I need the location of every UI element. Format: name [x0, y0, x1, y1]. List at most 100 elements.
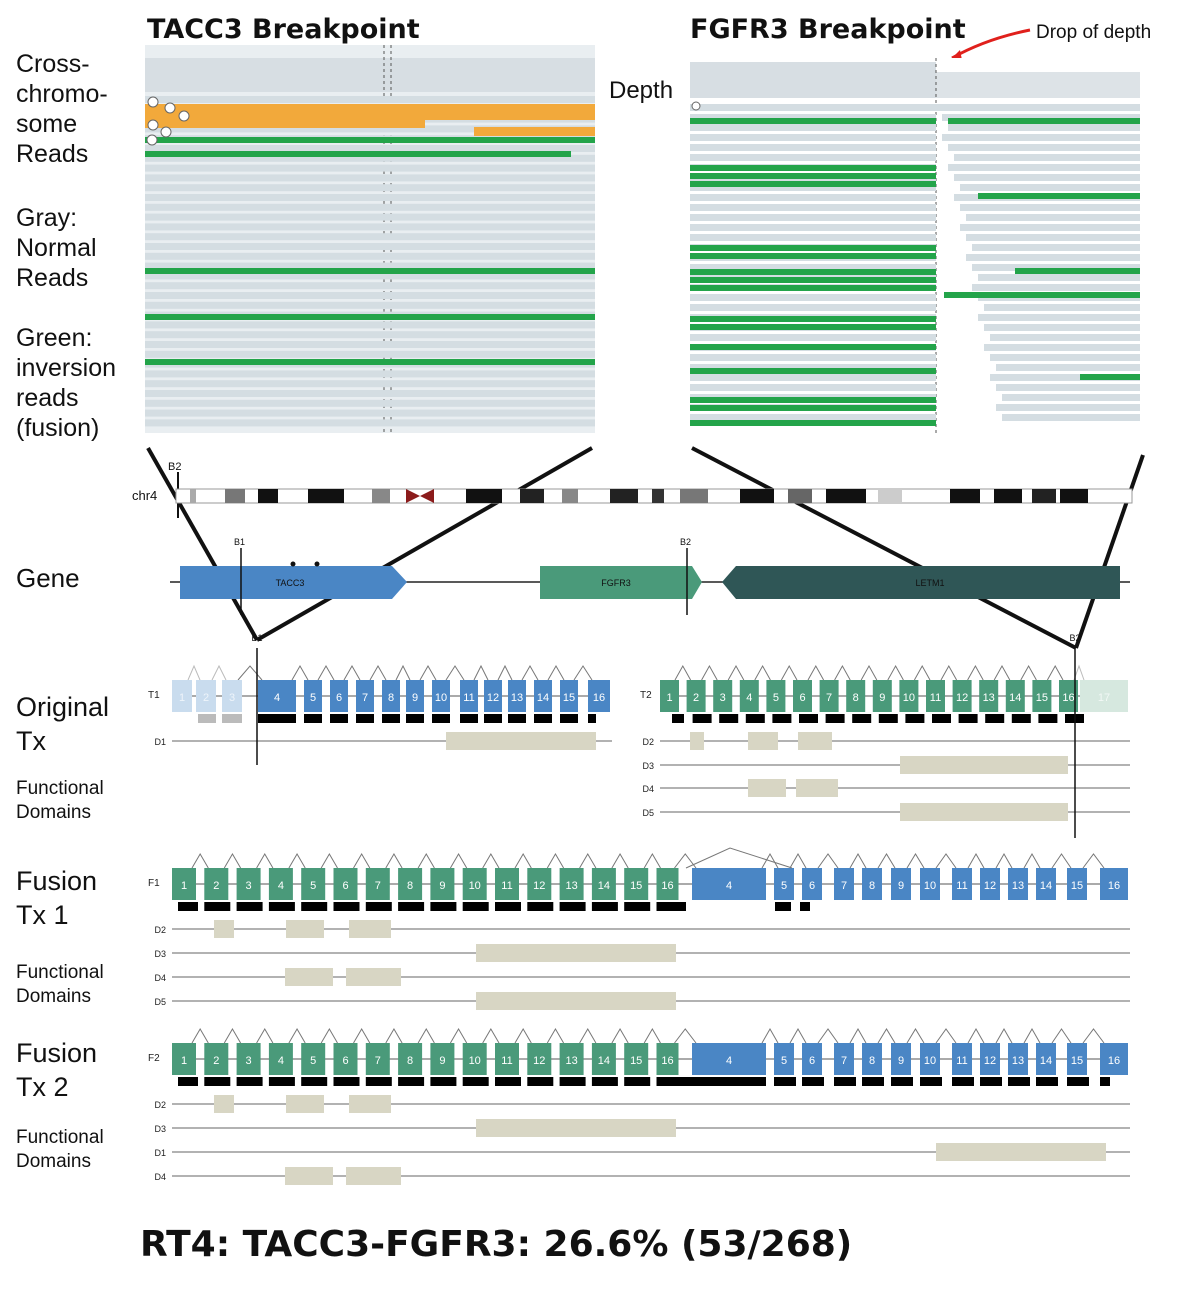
normal-read	[948, 144, 1140, 151]
exon-number: 15	[1071, 1055, 1083, 1067]
normal-read	[984, 344, 1140, 351]
exon-number: 6	[342, 880, 348, 892]
exon-number: 16	[1108, 1055, 1120, 1067]
exon	[365, 868, 390, 900]
normal-read	[145, 164, 595, 172]
splice-junction	[579, 1028, 597, 1044]
exon-number: 16	[661, 1055, 673, 1067]
exon-number: 7	[826, 692, 832, 704]
coding-segment	[775, 902, 791, 911]
coding-segment	[588, 714, 596, 723]
coding-segment	[774, 1077, 796, 1086]
exon	[430, 868, 455, 900]
read-marker	[147, 119, 159, 131]
exon	[333, 1043, 358, 1075]
exon-number: 6	[809, 1055, 815, 1067]
chromosome-b2-mark: B2	[168, 461, 181, 473]
chromosome-band	[225, 489, 245, 503]
domain-track-label: D3	[154, 949, 166, 959]
coding-segment	[330, 714, 348, 723]
inversion-read	[690, 269, 936, 275]
tacc3-panel-title: TACC3 Breakpoint	[147, 14, 420, 45]
exon-number: 17	[1098, 692, 1110, 704]
coding-segment	[624, 1077, 651, 1086]
splice-junction	[807, 664, 825, 681]
legend-line: Reads	[16, 264, 88, 292]
exon-number: 1	[181, 880, 187, 892]
inversion-read	[690, 173, 936, 179]
splice-junction	[906, 1028, 925, 1044]
normal-read	[972, 264, 1140, 271]
normal-read	[145, 370, 595, 378]
cross-chromosome-read	[145, 120, 425, 128]
splice-junction	[385, 1028, 403, 1044]
transcript-label: F1	[148, 878, 160, 889]
coding-segment	[382, 714, 400, 723]
exon	[406, 680, 424, 712]
coding-segment	[772, 714, 792, 723]
normal-read	[690, 294, 936, 301]
splice-junction	[887, 664, 904, 681]
normal-read	[978, 314, 1140, 321]
exon-number: 16	[1108, 880, 1120, 892]
normal-read	[942, 134, 1140, 141]
exon	[1059, 680, 1078, 712]
exon-number: 8	[407, 1055, 413, 1067]
row-labels: Original Tx Functional Domains Fusion Tx…	[16, 692, 109, 1172]
normal-read	[978, 274, 1140, 281]
exon	[1080, 680, 1128, 712]
normal-read	[145, 184, 595, 192]
exon	[527, 1043, 552, 1075]
exon	[1036, 1043, 1056, 1075]
normal-read	[990, 374, 1140, 381]
splice-junction	[573, 665, 593, 681]
splice-junction	[995, 852, 1013, 869]
normal-read	[145, 233, 595, 241]
inversion-read	[690, 344, 936, 350]
inversion-read	[1015, 268, 1140, 274]
exon	[1100, 1043, 1128, 1075]
exon-number: 11	[930, 692, 941, 704]
inversion-read	[690, 245, 936, 251]
coding-segment	[222, 714, 242, 723]
coding-segment	[236, 1077, 263, 1086]
exon	[462, 1043, 487, 1075]
exon-number: 11	[501, 1055, 512, 1067]
exon-number: 8	[869, 880, 875, 892]
domain-block	[476, 944, 676, 962]
exon	[495, 868, 519, 900]
exon-number: 10	[469, 880, 481, 892]
gene-track: Gene TACC3 FGFR3 LETM1 B1 B2	[16, 537, 1130, 615]
functional-domains-label: Domains	[16, 1151, 91, 1172]
legend-line: chromo-	[16, 80, 108, 108]
exon-number: 10	[924, 1055, 936, 1067]
coding-segment	[333, 902, 360, 911]
read-marker	[164, 102, 176, 114]
splice-junction	[473, 664, 489, 681]
splice-junction	[449, 1028, 468, 1044]
splice-junction	[521, 664, 539, 681]
exon-number: 1	[181, 1055, 187, 1067]
coding-segment	[356, 714, 374, 723]
legend-gray: Gray: Normal Reads	[16, 204, 97, 292]
read-marker	[147, 96, 159, 108]
exon-number: 8	[853, 692, 859, 704]
exon	[460, 680, 478, 712]
domain-track-label: D2	[642, 737, 654, 747]
exon-number: 4	[746, 692, 752, 704]
exon-number: 2	[213, 880, 219, 892]
splice-junction	[223, 853, 242, 869]
exon	[899, 680, 919, 712]
inversion-read	[690, 253, 936, 259]
exon	[624, 868, 649, 900]
splice-junction	[611, 853, 629, 869]
splice-junction	[288, 853, 306, 869]
splice-junction	[482, 1028, 500, 1044]
normal-read	[690, 154, 936, 161]
domain-track-label: D1	[154, 737, 166, 747]
normal-read	[690, 144, 936, 151]
normal-read	[145, 282, 595, 290]
normal-read	[948, 124, 1140, 131]
